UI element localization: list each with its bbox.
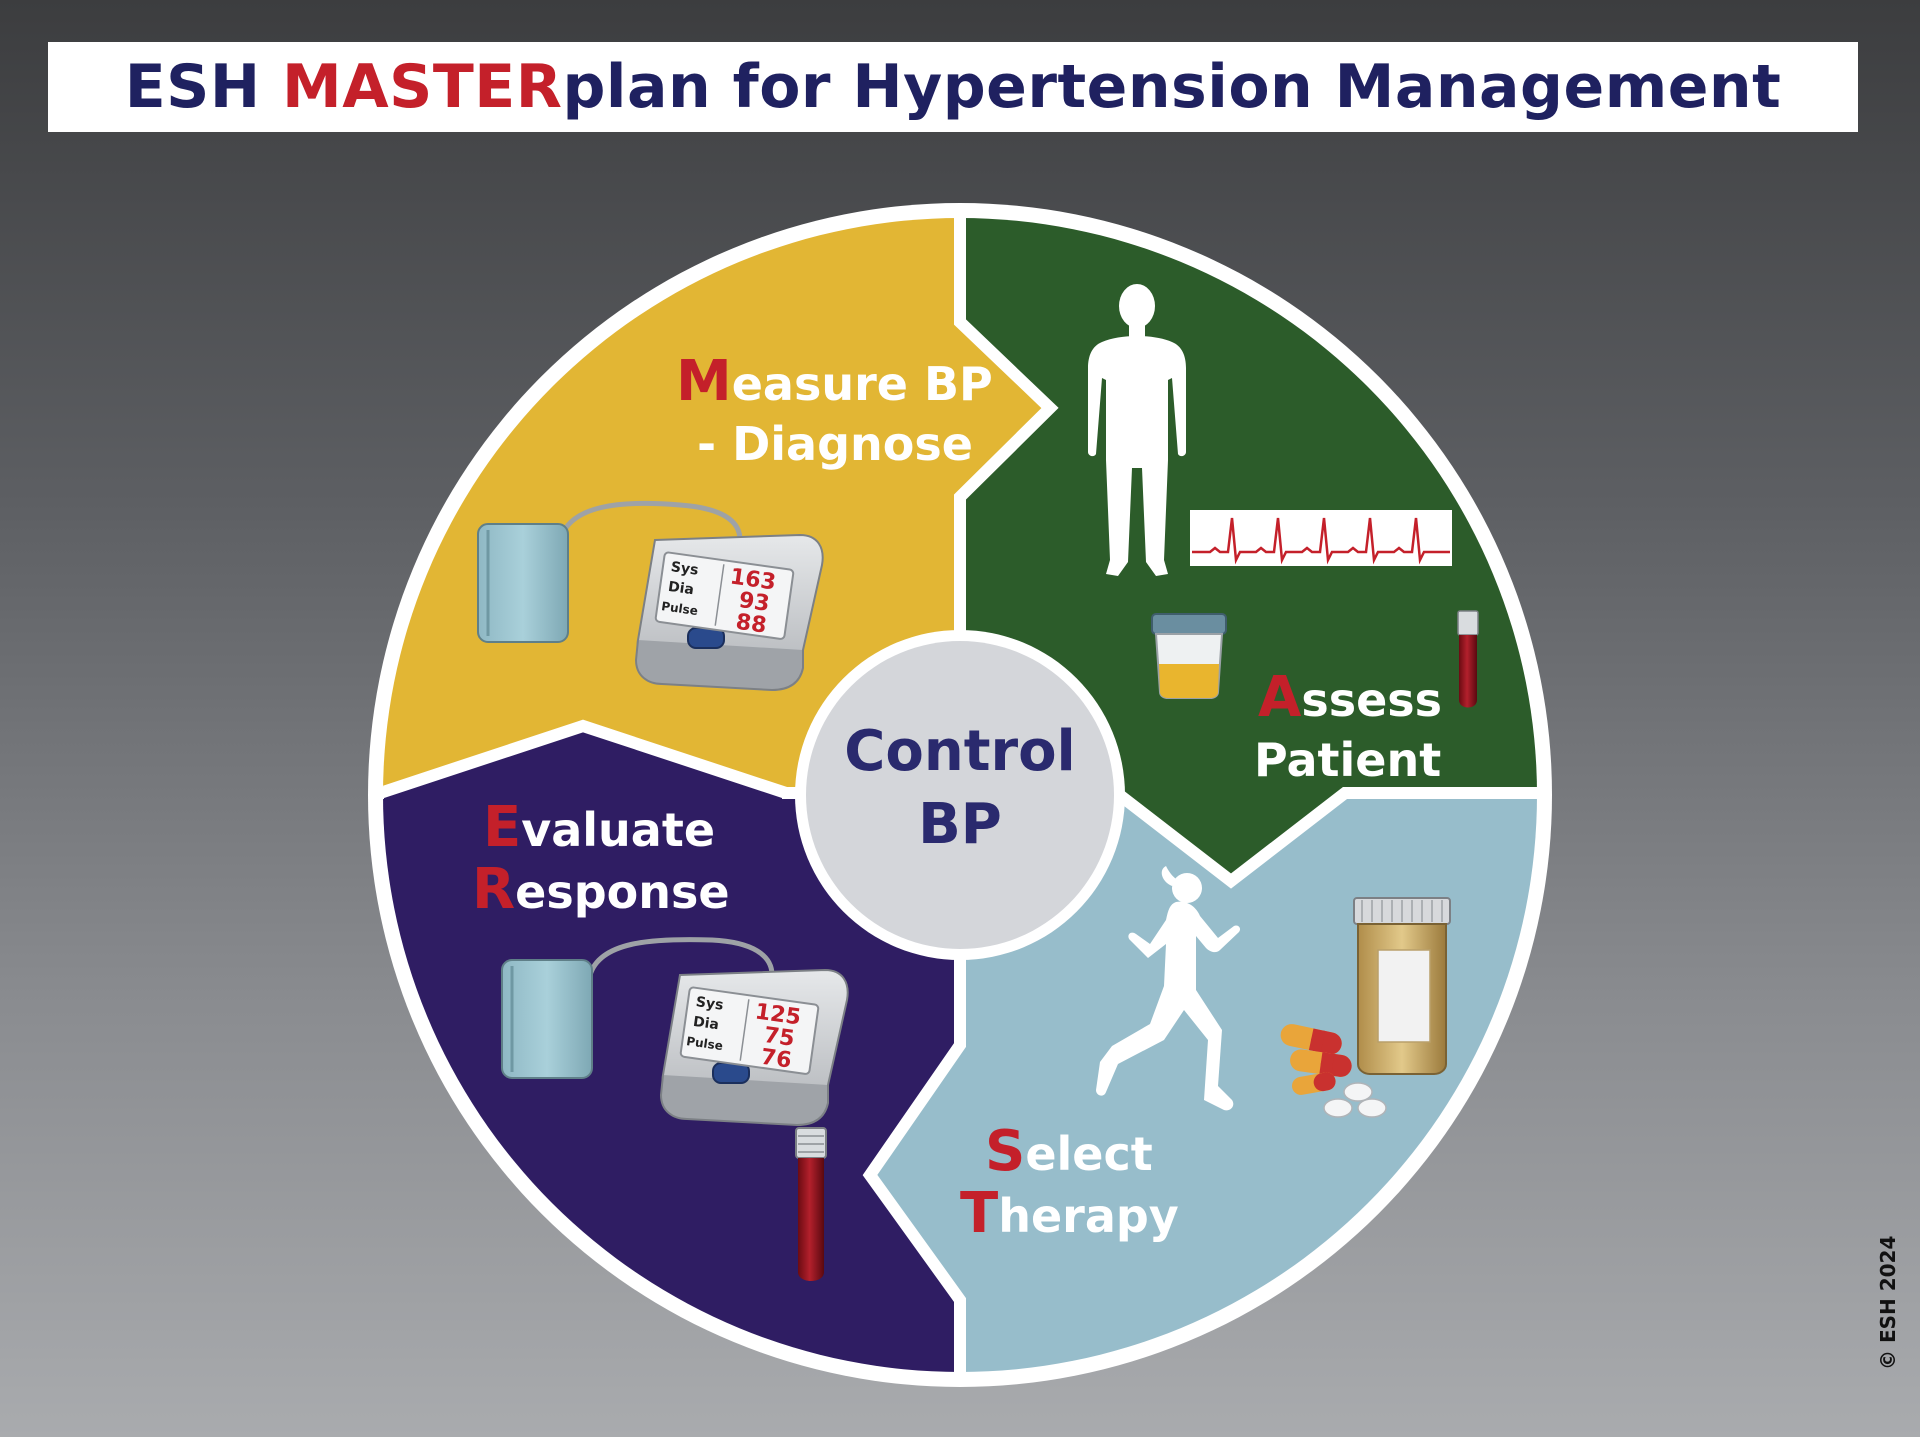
evaluate-label: Evaluate bbox=[483, 795, 715, 860]
svg-text:Pulse: Pulse bbox=[685, 1034, 723, 1053]
bp-monitor-followup-icon: Sys Dia Pulse 125 75 76 bbox=[501, 937, 849, 1127]
svg-text:Sys: Sys bbox=[670, 559, 700, 579]
measure-label: Measure BP bbox=[676, 349, 993, 414]
bp-pulse-value: 88 bbox=[734, 610, 768, 639]
measure-label-line2: - Diagnose bbox=[697, 417, 973, 471]
bp-dia-value: 93 bbox=[737, 588, 771, 617]
bp-monitor-initial-icon: Sys Dia Pulse 163 93 88 bbox=[477, 500, 824, 692]
bp-dia-value: 75 bbox=[762, 1023, 796, 1052]
select-label: Select bbox=[985, 1119, 1153, 1184]
blood-tube-icon bbox=[1457, 610, 1479, 708]
ecg-strip-icon bbox=[1190, 510, 1452, 566]
therapy-label: Therapy bbox=[960, 1181, 1179, 1246]
assess-label: Assess bbox=[1258, 665, 1442, 730]
svg-text:Dia: Dia bbox=[692, 1014, 720, 1033]
copyright-notice: © ESH 2024 bbox=[1876, 1235, 1900, 1370]
center-label-line2: BP bbox=[918, 792, 1002, 857]
title-banner: ESH MASTERplan for Hypertension Manageme… bbox=[48, 42, 1858, 132]
divider-line bbox=[954, 218, 1059, 793]
center-label-line1: Control bbox=[844, 719, 1076, 784]
human-body-icon bbox=[1088, 284, 1186, 576]
assess-label-line2: Patient bbox=[1254, 733, 1441, 787]
page-title: ESH MASTERplan for Hypertension Manageme… bbox=[124, 52, 1782, 122]
segment-evaluate-arrow bbox=[384, 722, 782, 799]
response-label: Response bbox=[472, 857, 730, 922]
pill-bottle-icon bbox=[1353, 897, 1451, 1075]
divider-line bbox=[862, 797, 966, 1372]
bp-pulse-value: 76 bbox=[759, 1045, 793, 1074]
runner-icon bbox=[1096, 866, 1241, 1111]
svg-text:Dia: Dia bbox=[667, 579, 695, 598]
svg-text:Sys: Sys bbox=[695, 994, 725, 1014]
center-circle bbox=[806, 641, 1114, 949]
svg-text:Pulse: Pulse bbox=[660, 599, 698, 618]
blood-tube-icon bbox=[795, 1127, 827, 1281]
pills-icon bbox=[1280, 1024, 1387, 1118]
urine-sample-icon bbox=[1151, 613, 1227, 699]
